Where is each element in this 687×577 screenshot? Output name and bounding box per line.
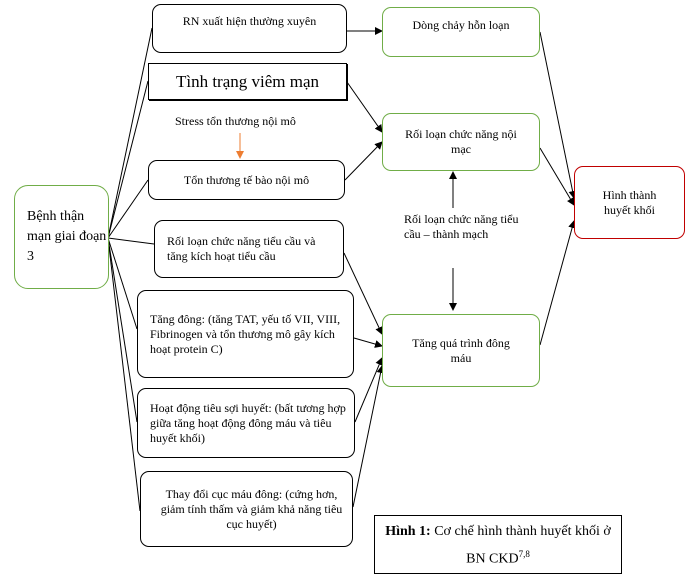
edge-platelet-coagulation	[343, 252, 383, 335]
edge-increased-thrombosis	[539, 220, 577, 346]
endothelial-damage-node: Tổn thương tế bào nội mô	[148, 160, 345, 200]
platelet-vessel-label: Rối loạn chức năng tiểu cầu – thành mạch	[404, 212, 519, 241]
root-node: Bệnh thận mạn giai đoạn 3	[14, 185, 109, 289]
figure-caption: Hình 1: Cơ chế hình thành huyết khối ở B…	[374, 515, 622, 574]
edge-endothelial-dysfunction	[344, 141, 383, 181]
edge-fibrinolysis-increased	[354, 357, 383, 423]
turbulent-flow-node: Dòng chảy hỗn loạn	[382, 7, 540, 57]
endothelial-dysfunction-node: Rối loạn chức năng nội mạc	[382, 113, 540, 171]
edge-root-coagulation	[107, 237, 138, 330]
fibrinolysis-node: Hoạt động tiêu sợi huyết: (bất tương hợp…	[137, 388, 355, 458]
edge-coagulation-increased	[353, 337, 383, 348]
caption-label: Hình 1:	[385, 524, 431, 539]
edge-inflammation-dysfunction	[346, 81, 383, 133]
edge-root-fibrinolysis	[107, 237, 138, 423]
edge-dysfunction-thrombosis	[539, 147, 575, 206]
increased-coagulation-node: Tăng quá trình đông máu	[382, 314, 540, 387]
platelet-dysfunction-node: Rối loạn chức năng tiểu cầu và tăng kích…	[154, 220, 344, 278]
caption-text: Cơ chế hình thành huyết khối ở BN CKD	[434, 524, 611, 567]
clot-change-node: Thay đổi cục máu đông: (cứng hơn, giảm t…	[140, 471, 353, 547]
stress-label: Stress tổn thương nội mô	[175, 114, 296, 128]
edge-root-clot	[107, 237, 141, 512]
edge-root-rn	[107, 27, 153, 239]
rn-node: RN xuất hiện thường xuyên	[152, 4, 347, 53]
edge-root-platelet	[107, 237, 155, 245]
caption-ref: 7,8	[518, 549, 530, 559]
inflammation-node: Tình trạng viêm mạn	[148, 63, 347, 100]
edge-root-inflammation	[107, 80, 149, 239]
edge-clot-increased	[352, 365, 385, 508]
coagulation-node: Tăng đông: (tăng TAT, yếu tố VII, VIII, …	[137, 290, 354, 378]
edge-turbulent-thrombosis	[539, 31, 577, 199]
thrombosis-node: Hình thành huyết khối	[574, 166, 685, 239]
edge-root-endothelial	[107, 179, 149, 239]
